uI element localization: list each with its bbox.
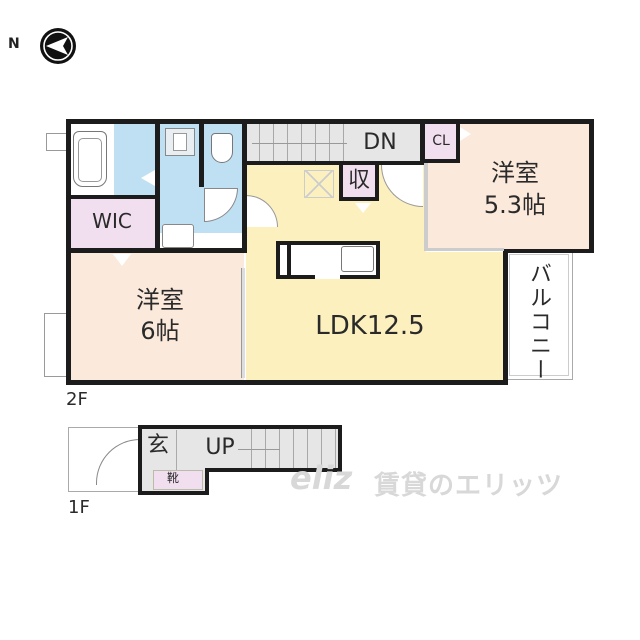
walk-in-closet bbox=[68, 199, 156, 248]
watermark: eliz 賃貸のエリッツ bbox=[290, 455, 580, 505]
wall bbox=[199, 119, 204, 187]
wic-label: WIC bbox=[92, 209, 132, 233]
wall bbox=[424, 159, 460, 163]
north-label: N bbox=[8, 36, 20, 52]
room-6jo-name: 洋室 bbox=[136, 286, 184, 314]
shoe-storage-label: 靴 bbox=[166, 471, 179, 485]
ldk-extension bbox=[426, 252, 504, 380]
entry-gap bbox=[199, 234, 243, 248]
wall bbox=[155, 119, 160, 253]
bathtub-inner bbox=[78, 138, 102, 182]
wall bbox=[66, 195, 160, 199]
compass: N bbox=[8, 26, 78, 66]
floor-2f-label: 2F bbox=[66, 389, 88, 410]
wall bbox=[420, 119, 425, 165]
room-window bbox=[44, 313, 68, 377]
room-5-3jo-size: 5.3帖 bbox=[483, 191, 547, 219]
sink-icon bbox=[341, 246, 374, 272]
closet-overlay bbox=[424, 123, 458, 163]
storage-box-icon bbox=[304, 170, 334, 198]
wall bbox=[503, 249, 508, 385]
door-swing-indicator bbox=[113, 254, 131, 266]
door-swing-indicator bbox=[460, 127, 471, 141]
shoe-storage bbox=[153, 470, 203, 490]
door-swing-indicator bbox=[355, 203, 371, 213]
wall bbox=[246, 161, 428, 165]
door-swing-indicator bbox=[141, 170, 155, 186]
toilet-icon bbox=[211, 133, 233, 163]
floor-2f-plan: WIC 洋室 6帖 DN CL CL 洋室 5.3帖 収 LDK12.5 バルコ… bbox=[44, 119, 594, 410]
partition bbox=[428, 248, 504, 251]
wall bbox=[66, 380, 508, 385]
room-5-3jo-name: 洋室 bbox=[491, 159, 539, 187]
stairs-down-cover bbox=[355, 123, 421, 163]
washbasin-icon bbox=[162, 224, 194, 248]
washing-machine-cross bbox=[173, 133, 187, 151]
counter-divider bbox=[287, 241, 291, 279]
ldk-label: LDK12.5 bbox=[315, 311, 425, 341]
counter-gap bbox=[315, 275, 340, 279]
western-room-6jo bbox=[68, 252, 244, 380]
stairs-up-label: UP bbox=[205, 435, 235, 460]
wall bbox=[66, 119, 594, 124]
floor-1f-label: 1F bbox=[68, 497, 90, 518]
wall bbox=[138, 425, 342, 429]
entrance-label: 玄 bbox=[146, 433, 169, 458]
wall bbox=[338, 425, 342, 472]
closet-label: CL bbox=[432, 133, 450, 149]
wall bbox=[242, 119, 247, 253]
wall bbox=[138, 491, 209, 495]
sliding-door bbox=[241, 268, 245, 378]
compass-arrow-icon bbox=[40, 28, 76, 64]
washing-machine-icon bbox=[165, 128, 195, 156]
room-6jo-size: 6帖 bbox=[140, 317, 180, 345]
wall bbox=[205, 468, 209, 495]
wall bbox=[589, 119, 594, 253]
storage bbox=[339, 163, 379, 201]
storage-label: 収 bbox=[347, 168, 370, 193]
arrow-left-icon bbox=[252, 143, 347, 144]
balcony-inner bbox=[509, 254, 569, 376]
floor-1f-plan: 靴 玄 UP 1F bbox=[0, 400, 640, 540]
watermark-logo: eliz bbox=[290, 459, 353, 497]
wall bbox=[504, 249, 594, 253]
arrow-right-icon bbox=[238, 449, 280, 450]
entrance-step-line bbox=[176, 430, 177, 470]
wall bbox=[138, 425, 142, 495]
bath-window bbox=[46, 133, 68, 151]
partition bbox=[424, 163, 428, 251]
wall bbox=[456, 119, 460, 163]
balcony-label: バルコニー bbox=[526, 262, 551, 382]
wall bbox=[205, 468, 342, 472]
stairs-down-label: DN bbox=[363, 130, 397, 155]
watermark-text: 賃貸のエリッツ bbox=[374, 471, 564, 501]
